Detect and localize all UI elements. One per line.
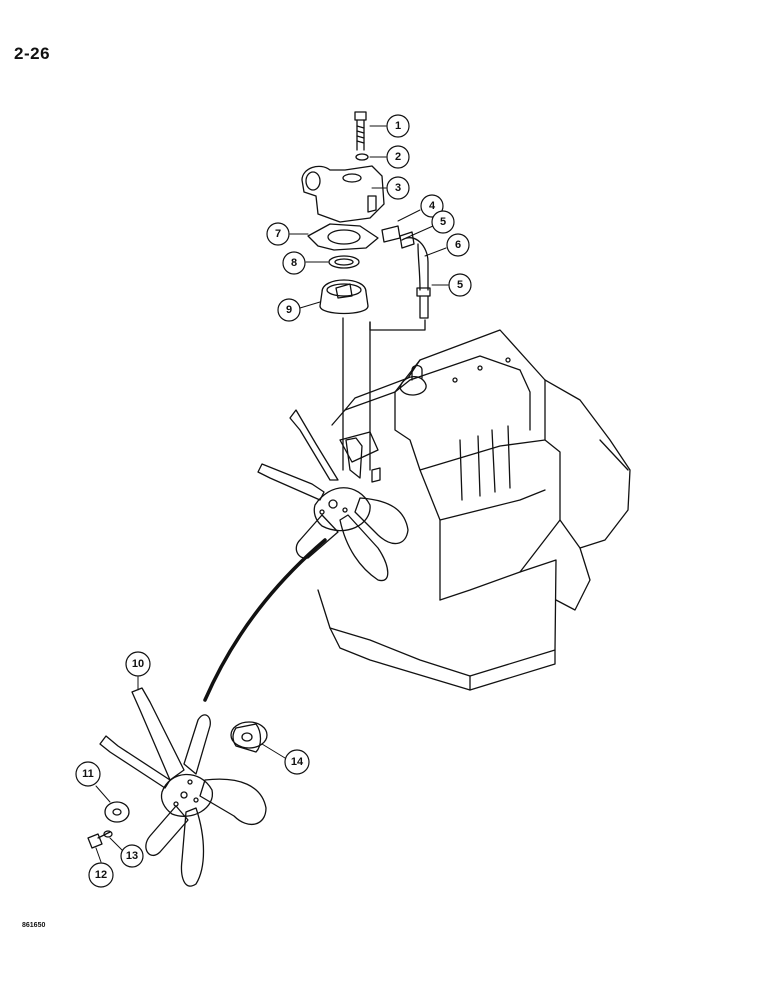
callout-9-label: 9	[286, 304, 292, 316]
callout-12-circle	[88, 862, 114, 888]
callout-8-circle	[282, 251, 306, 275]
engine-block	[317, 317, 631, 691]
callout-5b-circle	[448, 273, 472, 297]
callout-13-circle	[120, 844, 144, 868]
callout-7-label: 7	[275, 228, 281, 240]
thermostat-assembly	[301, 111, 431, 319]
callout-13-label: 13	[126, 850, 138, 862]
callout-10-circle	[125, 651, 151, 677]
callout-5a-label: 5	[440, 216, 446, 228]
callout-3-circle	[386, 176, 410, 200]
callout-4-label: 4	[429, 200, 436, 212]
callout-2-circle	[386, 145, 410, 169]
callout-1-circle	[386, 114, 410, 138]
callout-9-circle	[277, 298, 301, 322]
callout-6-label: 6	[455, 239, 461, 251]
callout-11-circle	[75, 761, 101, 787]
callout-4-circle	[420, 194, 444, 218]
callout-3-label: 3	[395, 182, 401, 194]
figure-code: 861650	[22, 922, 46, 929]
page-number: 2-26	[14, 44, 51, 63]
callout-12-label: 12	[95, 869, 107, 881]
callout-14-circle	[284, 749, 310, 775]
leader-lines	[95, 125, 449, 863]
callout-1-label: 1	[395, 120, 401, 132]
fan-guide-line	[203, 538, 327, 702]
callout-6-circle	[446, 233, 470, 257]
callout-5a-circle	[431, 210, 455, 234]
callout-8-label: 8	[291, 257, 297, 269]
callout-11-label: 11	[82, 768, 94, 780]
exploded-fan	[87, 687, 268, 887]
callout-7-circle	[266, 222, 290, 246]
callout-14-label: 14	[291, 756, 304, 768]
callout-10-label: 10	[132, 658, 144, 670]
callout-5b-label: 5	[457, 279, 463, 291]
callout-2-label: 2	[395, 151, 401, 163]
engine-fan	[257, 409, 409, 582]
